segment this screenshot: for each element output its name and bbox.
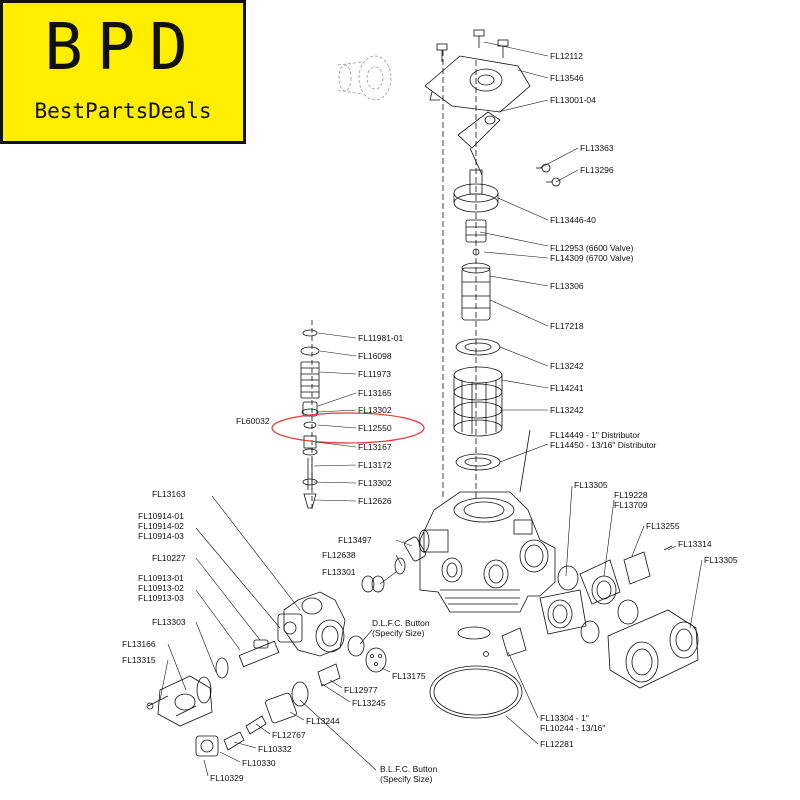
label-blfc-button: B.L.F.C. Button xyxy=(380,764,437,774)
injector-oring-part xyxy=(196,676,212,704)
label-fl13001-04: FL13001-04 xyxy=(550,95,596,105)
seal-ring-upper-part xyxy=(455,338,501,356)
label-fl12767: FL12767 xyxy=(272,730,306,740)
label-fl10914-02: FL10914-02 xyxy=(138,521,184,531)
label-fl13305-right: FL13305 xyxy=(704,555,738,565)
bpd-logo: BPD BestPartsDeals xyxy=(0,0,246,144)
label-fl10913-03: FL10913-03 xyxy=(138,593,184,603)
label-fl12626: FL12626 xyxy=(358,496,392,506)
label-fl10913-02: FL10913-02 xyxy=(138,583,184,593)
bypass-adapter-part xyxy=(539,559,639,644)
leader-distributor xyxy=(519,429,531,493)
label-fl13301: FL13301 xyxy=(322,567,356,577)
label-fl13255: FL13255 xyxy=(646,521,680,531)
logo-wordmark: BestPartsDeals xyxy=(34,99,212,123)
label-fl12112: FL12112 xyxy=(550,51,583,61)
valve-body-part xyxy=(418,491,556,613)
motor-shaft-part xyxy=(337,55,392,101)
distributor-oring-part xyxy=(457,626,491,640)
label-fl14241: FL14241 xyxy=(550,383,584,393)
label-fl11981-01: FL11981-01 xyxy=(358,333,403,343)
label-fl14450: FL14450 - 13/16" Distributor xyxy=(550,440,657,450)
label-fl13305-upper: FL13305 xyxy=(574,480,608,490)
drain-fittings-part xyxy=(361,536,426,593)
label-fl16098: FL16098 xyxy=(358,351,392,361)
label-fl13304: FL13304 - 1" xyxy=(540,713,589,723)
yoke-fitting-part xyxy=(607,609,699,689)
label-fl13242-upper: FL13242 xyxy=(550,361,584,371)
blfc-fitting-part xyxy=(195,663,341,757)
injector-cap-part xyxy=(146,675,213,727)
spacer-stack-part xyxy=(453,366,503,437)
label-fl13245: FL13245 xyxy=(352,698,386,708)
label-fl13314: FL13314 xyxy=(678,539,712,549)
piston-rod-part xyxy=(465,219,487,256)
label-fl13242-lower: FL13242 xyxy=(550,405,584,415)
injector-nozzle-part xyxy=(215,639,280,679)
brine-valve-stack-part xyxy=(300,329,320,509)
label-fl13303: FL13303 xyxy=(152,617,186,627)
clip-part xyxy=(623,545,673,585)
label-fl13363: FL13363 xyxy=(580,143,614,153)
label-fl13244: FL13244 xyxy=(306,716,340,726)
label-fl60032: FL60032 xyxy=(236,416,270,426)
bottom-clip-part xyxy=(483,627,527,657)
label-fl12638: FL12638 xyxy=(322,550,356,560)
label-blfc-specify: (Specify Size) xyxy=(380,774,433,784)
label-fl14449: FL14449 - 1" Distributor xyxy=(550,430,640,440)
label-fl13306: FL13306 xyxy=(550,281,584,291)
label-fl12953: FL12953 (6600 Valve) xyxy=(550,243,634,253)
label-fl14309: FL14309 (6700 Valve) xyxy=(550,253,634,263)
label-fl13163: FL13163 xyxy=(152,489,186,499)
label-fl13302-upper: FL13302 xyxy=(358,405,392,415)
label-fl13166: FL13166 xyxy=(122,639,156,649)
label-dlfc-button: D.L.F.C. Button xyxy=(372,618,430,628)
label-fl13165: FL13165 xyxy=(358,388,392,398)
label-dlfc-specify: (Specify Size) xyxy=(372,628,425,638)
label-fl10332: FL10332 xyxy=(258,744,292,754)
top-screws-part xyxy=(436,29,509,62)
label-fl12281: FL12281 xyxy=(540,739,574,749)
label-fl13315: FL13315 xyxy=(122,655,156,665)
label-fl17218: FL17218 xyxy=(550,321,584,331)
label-fl10244: FL10244 - 13/16" xyxy=(540,723,605,733)
label-fl13709: FL13709 xyxy=(614,500,648,510)
top-plate-part xyxy=(424,55,531,113)
label-fl10329: FL10329 xyxy=(210,773,244,783)
label-fl10913-01: FL10913-01 xyxy=(138,573,184,583)
part-labels: FL12112 FL13546 FL13001-04 FL13363 FL132… xyxy=(122,51,738,784)
label-fl13175: FL13175 xyxy=(392,671,426,681)
tank-oring-part xyxy=(429,665,523,719)
label-fl13497: FL13497 xyxy=(338,535,372,545)
side-screws-part xyxy=(536,163,561,187)
piston-seal-stack-part xyxy=(461,262,491,321)
seal-ring-lower-part xyxy=(455,453,501,471)
label-fl12550: FL12550 xyxy=(358,423,392,433)
label-fl10914-01: FL10914-01 xyxy=(138,511,184,521)
label-fl13446-40: FL13446-40 xyxy=(550,215,596,225)
label-fl12977: FL12977 xyxy=(344,685,378,695)
dlfc-housing-part xyxy=(347,635,387,673)
label-fl19228: FL19228 xyxy=(614,490,648,500)
label-fl10914-03: FL10914-03 xyxy=(138,531,184,541)
logo-monogram: BPD xyxy=(44,11,202,85)
leader-lines xyxy=(159,41,703,777)
label-fl10227: FL10227 xyxy=(152,553,186,563)
injector-housing-part xyxy=(277,591,346,657)
label-fl13167: FL13167 xyxy=(358,442,392,452)
label-fl13546: FL13546 xyxy=(550,73,584,83)
drive-link-part xyxy=(457,111,501,176)
label-fl13302-lower: FL13302 xyxy=(358,478,392,488)
label-fl11973: FL11973 xyxy=(358,369,391,379)
label-fl13172: FL13172 xyxy=(358,460,392,470)
highlight-oval xyxy=(271,412,425,444)
label-fl13296: FL13296 xyxy=(580,165,614,175)
label-fl10330: FL10330 xyxy=(242,758,276,768)
